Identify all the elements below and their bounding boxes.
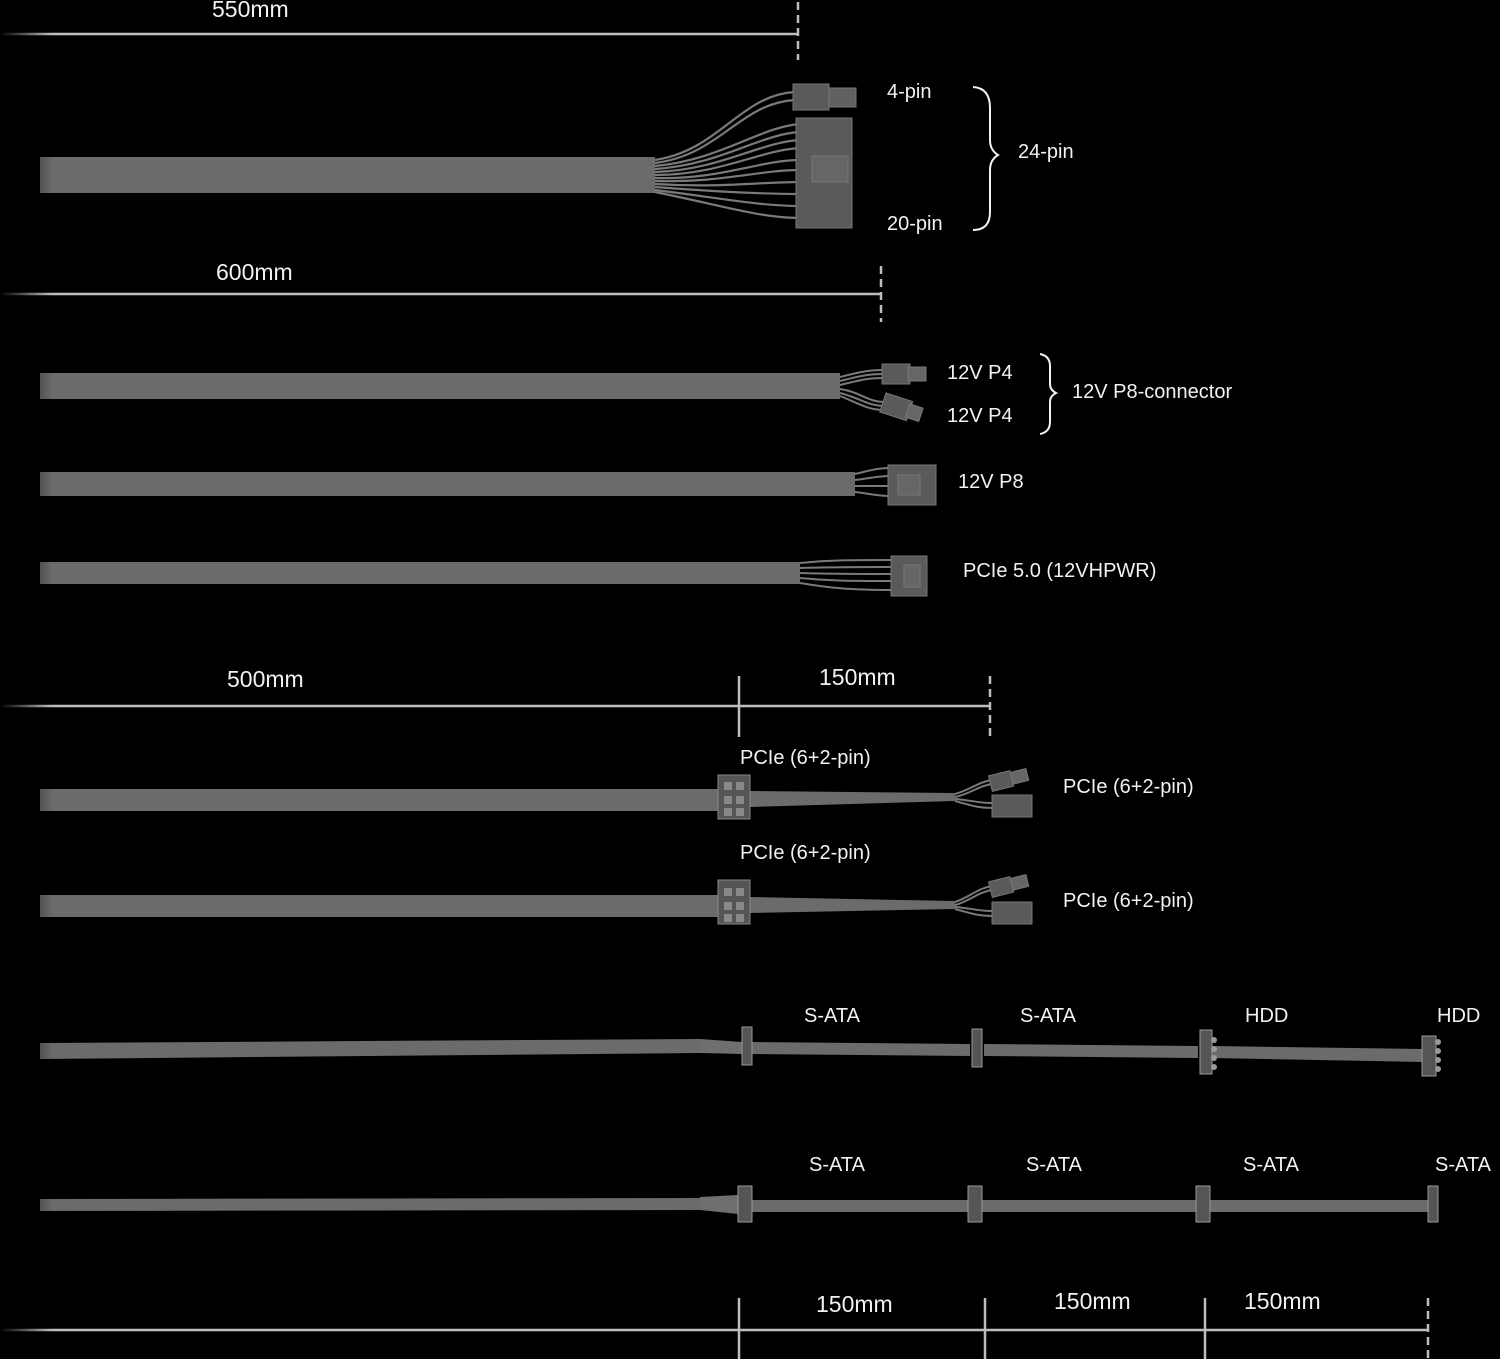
label-pcie5: PCIe 5.0 (12VHPWR) <box>963 560 1157 582</box>
measure-150mm-pcie: 150mm <box>819 664 896 690</box>
atx-24pin-cable <box>40 83 1000 231</box>
label-sata-hdd-c3: HDD <box>1245 1005 1289 1027</box>
dimension-line-550mm <box>0 2 800 60</box>
label-12v-p8-connector: 12V P8-connector <box>1072 381 1233 403</box>
measure-550mm: 550mm <box>212 0 289 22</box>
cpu-p8-cable <box>40 464 937 506</box>
label-sata-c1: S-ATA <box>809 1154 865 1176</box>
label-sata-hdd-c1: S-ATA <box>804 1005 860 1027</box>
measure-150mm-sata-3: 150mm <box>1244 1288 1321 1314</box>
label-12v-p4-a: 12V P4 <box>947 362 1013 384</box>
measure-500mm: 500mm <box>227 666 304 692</box>
label-4-pin: 4-pin <box>887 81 932 103</box>
label-12v-p4-b: 12V P4 <box>947 405 1013 427</box>
pcie-cable-1 <box>40 768 1033 820</box>
dimension-line-600mm <box>0 266 883 322</box>
label-pcie2-mid: PCIe (6+2-pin) <box>740 842 871 864</box>
label-pcie1-mid: PCIe (6+2-pin) <box>740 747 871 769</box>
measure-150mm-sata-2: 150mm <box>1054 1288 1131 1314</box>
pcie-cable-2 <box>40 874 1033 925</box>
label-sata-hdd-c2: S-ATA <box>1020 1005 1076 1027</box>
label-sata-c4: S-ATA <box>1435 1154 1491 1176</box>
label-20-pin: 20-pin <box>887 213 943 235</box>
label-sata-hdd-c4: HDD <box>1437 1005 1481 1027</box>
label-24-pin: 24-pin <box>1018 141 1074 163</box>
label-pcie1-end: PCIe (6+2-pin) <box>1063 776 1194 798</box>
label-sata-c2: S-ATA <box>1026 1154 1082 1176</box>
label-12v-p8: 12V P8 <box>958 471 1024 493</box>
pcie5-cable <box>40 555 928 597</box>
measure-600mm: 600mm <box>216 259 293 285</box>
sata-cable <box>40 1185 1439 1223</box>
sata-hdd-cable <box>40 1026 1441 1077</box>
measure-150mm-sata-1: 150mm <box>816 1291 893 1317</box>
cpu-p4-cable <box>40 353 1059 435</box>
label-pcie2-end: PCIe (6+2-pin) <box>1063 890 1194 912</box>
label-sata-c3: S-ATA <box>1243 1154 1299 1176</box>
dimension-line-sata <box>0 1298 1430 1359</box>
